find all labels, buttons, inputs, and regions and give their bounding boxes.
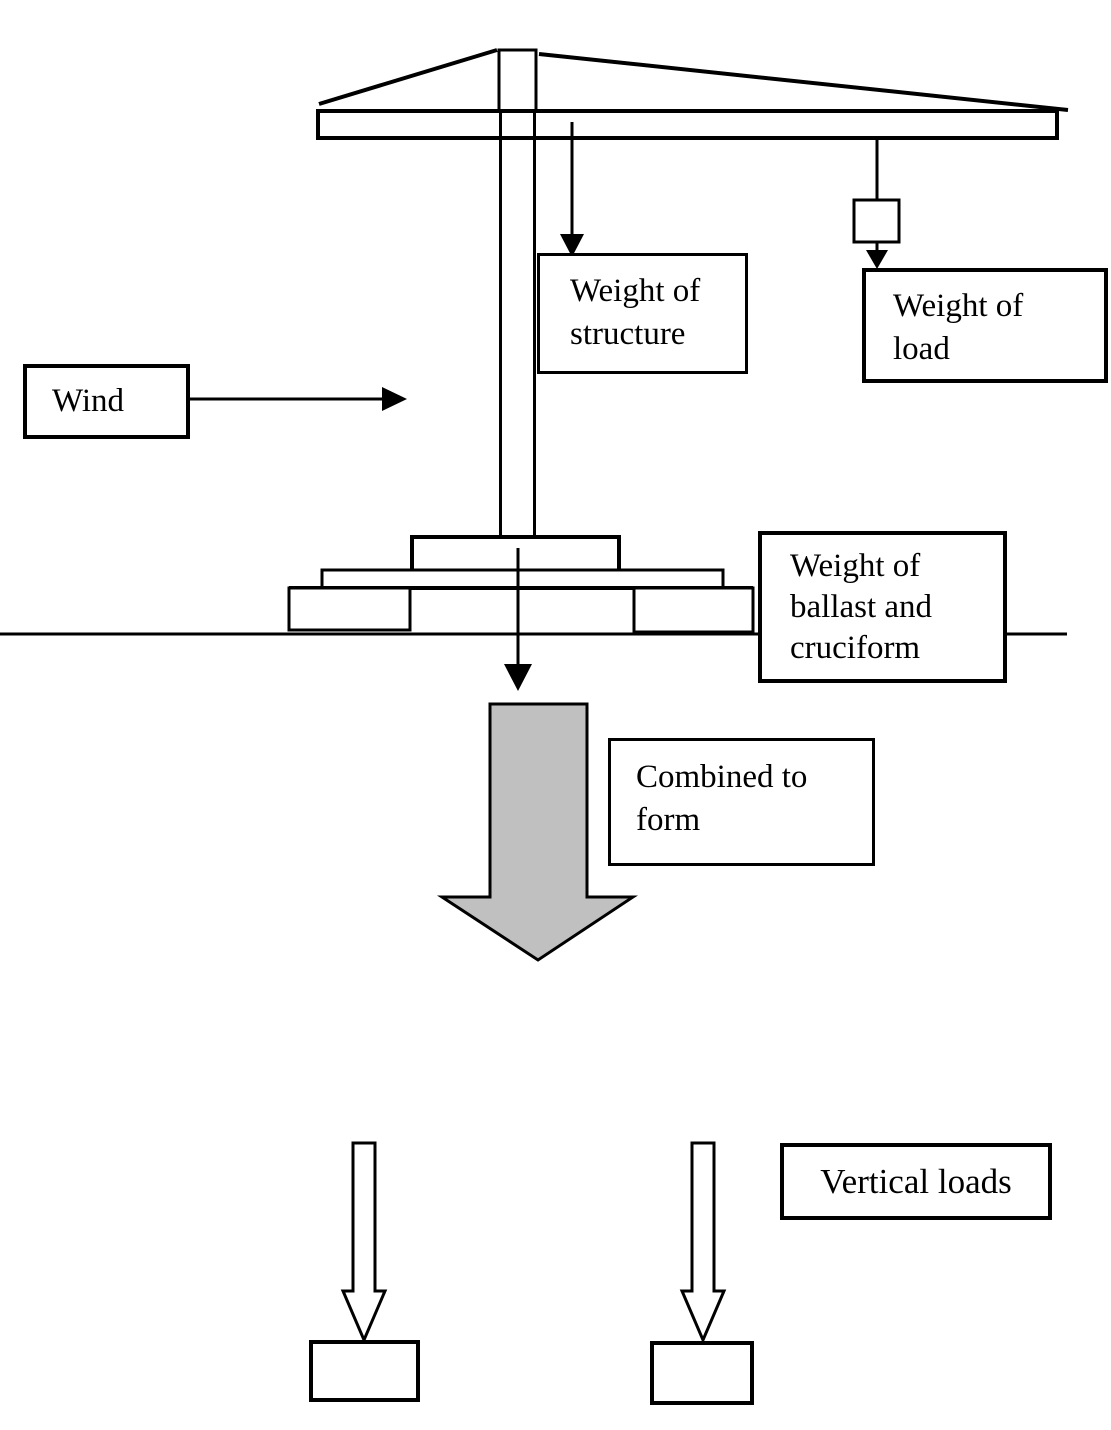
label-line: load <box>893 331 950 367</box>
combined-to-form-label-box: Combined to form <box>608 738 875 866</box>
resultant-arrow <box>504 548 532 691</box>
vertical-loads-label-box: Vertical loads <box>780 1143 1052 1220</box>
label-line: structure <box>570 316 686 352</box>
label-line: ballast and <box>790 589 933 625</box>
wind-arrow <box>190 387 407 411</box>
load-block <box>852 198 901 244</box>
foundation-block-right <box>650 1341 754 1405</box>
wind-label-box: Wind <box>23 364 190 439</box>
label-line: Weight of <box>790 548 921 584</box>
ballast-block-right <box>632 586 755 634</box>
crane-apex <box>497 48 538 113</box>
foundation-block-left <box>309 1340 420 1402</box>
tie-bar-left <box>318 48 498 106</box>
label-line: Wind <box>52 383 124 419</box>
tie-bar-right <box>538 52 1069 112</box>
label-line: Weight of <box>570 273 701 309</box>
structure-weight-arrow <box>560 122 584 257</box>
base-cruciform <box>320 568 725 590</box>
base-pedestal <box>410 535 621 573</box>
weight-of-structure-label-box: Weight of structure <box>537 253 748 374</box>
vertical-load-arrow-left <box>340 1141 388 1344</box>
ballast-block-left <box>287 586 412 632</box>
weight-of-load-label-box: Weight of load <box>862 268 1108 383</box>
combined-arrow <box>436 702 638 962</box>
label-line: Vertical loads <box>820 1162 1012 1201</box>
load-weight-arrow <box>866 242 888 269</box>
crane-jib <box>316 109 1059 140</box>
label-line: Weight of <box>893 288 1024 324</box>
label-line: form <box>636 802 701 838</box>
label-line: Combined to <box>636 759 808 795</box>
label-line: cruciform <box>790 630 921 666</box>
weight-of-ballast-label-box: Weight of ballast and cruciform <box>758 531 1007 683</box>
vertical-load-arrow-right <box>679 1141 727 1344</box>
